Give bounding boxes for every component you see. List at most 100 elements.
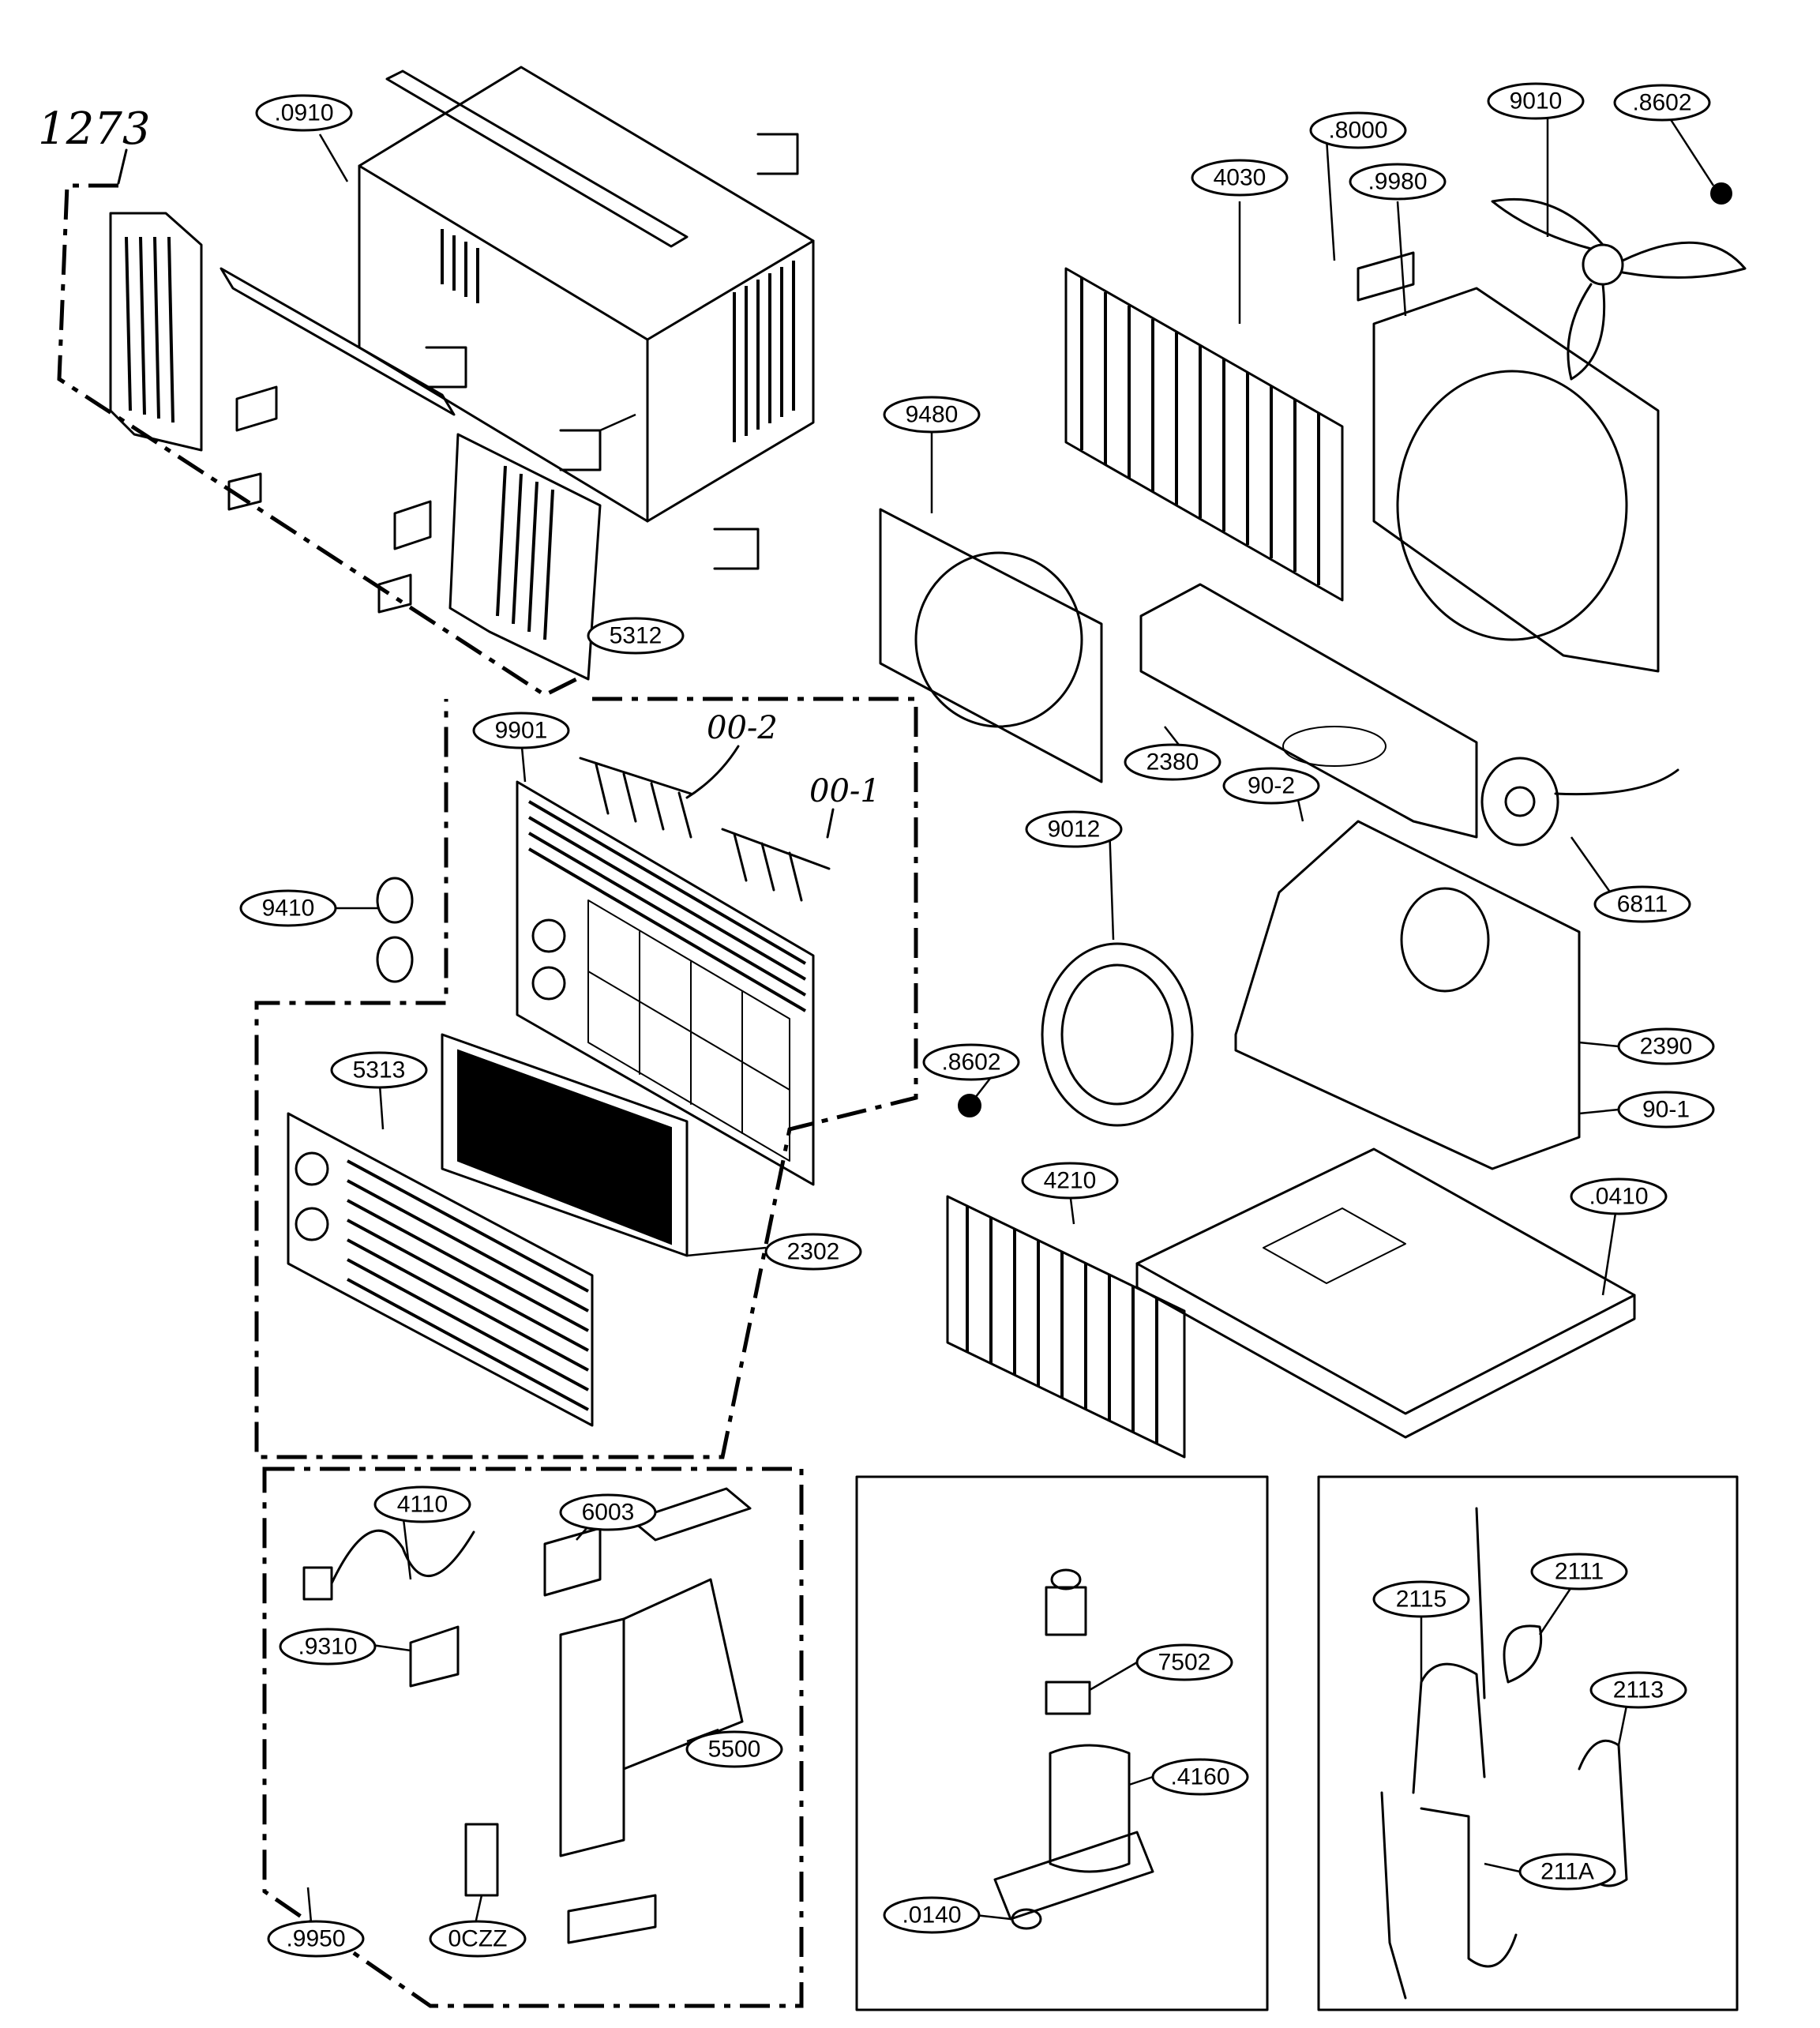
compressor-grommet-top — [1050, 1568, 1082, 1590]
left-frame-slats — [125, 236, 174, 423]
air-filter-mesh — [457, 1049, 672, 1245]
cabinet-mid-bracket — [425, 346, 467, 389]
svg-text:.0140: .0140 — [902, 1902, 961, 1928]
control-box-cover — [630, 1487, 752, 1542]
svg-text:9480: 9480 — [906, 402, 959, 428]
capacitor — [464, 1823, 499, 1897]
air-guide — [1234, 820, 1581, 1170]
svg-text:0CZZ: 0CZZ — [448, 1926, 508, 1952]
base-pan-compressor-mount — [1263, 1207, 1406, 1284]
callout-9901: 9901 — [472, 712, 570, 749]
control-box-side — [622, 1578, 744, 1771]
orifice-plate-body — [879, 508, 1103, 783]
cabinet-left-edges — [358, 164, 649, 523]
drain-pan-body — [1139, 583, 1478, 839]
callout-2111: 2111 — [1530, 1553, 1628, 1590]
compressor-mount-plate — [993, 1831, 1154, 1921]
cabinet-bottom-bracket — [713, 528, 760, 570]
orifice-plate-opening — [914, 551, 1083, 728]
svg-text:.8602: .8602 — [941, 1050, 1000, 1076]
svg-text:9010: 9010 — [1510, 88, 1563, 115]
fan-motor-lead-wire — [1554, 768, 1679, 796]
svg-text:2390: 2390 — [1640, 1034, 1693, 1060]
svg-text:.8000: .8000 — [1328, 118, 1387, 144]
cabinet-rear-louvers — [441, 229, 479, 303]
cabinet-right-side — [646, 239, 815, 523]
callout-5312: 5312 — [587, 617, 685, 655]
callout-8602-lower: .8602 — [922, 1043, 1020, 1081]
callout-8000: .8000 — [1309, 111, 1407, 149]
callout-90-2: 90-2 — [1222, 767, 1320, 805]
svg-text:.0410: .0410 — [1589, 1184, 1648, 1210]
air-filter — [441, 1033, 689, 1257]
cabinet-top-bracket — [756, 133, 799, 175]
callout-7502: 7502 — [1135, 1643, 1233, 1681]
svg-text:.9980: .9980 — [1368, 169, 1427, 195]
louver-blade-set-1 — [721, 828, 831, 902]
selector-switch — [409, 1625, 460, 1688]
blower-wheel-rim — [1041, 942, 1194, 1127]
compressor-group-frame — [855, 1475, 1269, 2011]
assembly-number-tick — [117, 148, 128, 185]
power-cord — [330, 1529, 475, 1585]
refrigerant-tubing — [1380, 1507, 1628, 2000]
mounting-bracket-right-upper — [393, 500, 432, 550]
fan-shroud-opening — [1396, 370, 1628, 641]
evaporator-coil-body — [946, 1195, 1186, 1459]
fan-shroud-body — [1372, 287, 1660, 673]
air-guide-opening — [1400, 887, 1490, 993]
front-frame-assembly-group — [57, 183, 602, 697]
control-knob-upper — [376, 877, 414, 924]
condenser-fan-blade-2 — [1621, 241, 1747, 279]
fan-motor-body — [1480, 757, 1559, 847]
svg-text:.0910: .0910 — [274, 100, 333, 126]
callout-2113: 2113 — [1589, 1671, 1687, 1709]
callout-211A: 211A — [1518, 1853, 1616, 1891]
front-panel-frame — [516, 780, 815, 1186]
louver-blades — [579, 757, 831, 902]
blower-wheel — [1041, 942, 1194, 1127]
svg-text:5312: 5312 — [610, 623, 662, 649]
discharge-tube — [1380, 1791, 1407, 2000]
compressor-parts — [993, 1568, 1154, 1930]
callout-0CZZ: 0CZZ — [429, 1920, 527, 1958]
part-callouts: .0910 .8000 9010 .8602 4030 .9980 9480 5… — [239, 82, 1715, 1958]
condenser-coil-fins — [1080, 278, 1320, 585]
electrical-parts-group-boundary — [262, 1467, 804, 2008]
callout-2380: 2380 — [1124, 743, 1221, 781]
callout-4210: 4210 — [1021, 1162, 1119, 1200]
electrical-parts — [302, 1487, 752, 1944]
base-pan-top — [1135, 1147, 1636, 1415]
control-knobs — [376, 877, 414, 983]
condenser-fan — [1491, 197, 1747, 381]
callout-5500: 5500 — [685, 1730, 783, 1768]
cabinet — [358, 66, 815, 570]
orifice-plate — [879, 508, 1103, 783]
compressor-grommet-bottom — [1011, 1908, 1042, 1930]
compressor-body — [1049, 1744, 1131, 1873]
callout-9310: .9310 — [279, 1628, 377, 1666]
control-knob-lower — [376, 936, 414, 983]
condenser-coil — [1064, 267, 1344, 602]
callout-9980: .9980 — [1349, 163, 1447, 201]
svg-text:2380: 2380 — [1146, 749, 1199, 776]
callout-9410: 9410 — [239, 889, 337, 927]
air-guide-body — [1234, 820, 1581, 1170]
thermostat — [543, 1527, 602, 1597]
front-panel-filter-grid — [587, 899, 790, 1162]
suction-tube — [1412, 1662, 1486, 1794]
callout-9480: 9480 — [883, 396, 981, 434]
capillary-tube-coil — [1475, 1507, 1543, 1699]
front-grille-slats — [347, 1159, 589, 1411]
power-plug — [302, 1566, 333, 1601]
svg-text:5313: 5313 — [353, 1057, 406, 1083]
front-grille-group-boundary — [254, 697, 918, 1459]
control-knob-lower-mount — [531, 966, 566, 1001]
handwritten-leader-00-2 — [685, 745, 740, 799]
overload-cover — [1045, 1586, 1087, 1636]
callout-8602-upper: .8602 — [1613, 84, 1711, 122]
callout-0410: .0410 — [1570, 1177, 1668, 1215]
front-panel — [516, 780, 815, 1186]
callout-2390: 2390 — [1617, 1027, 1715, 1065]
left-side-curtain-frame — [109, 212, 203, 452]
